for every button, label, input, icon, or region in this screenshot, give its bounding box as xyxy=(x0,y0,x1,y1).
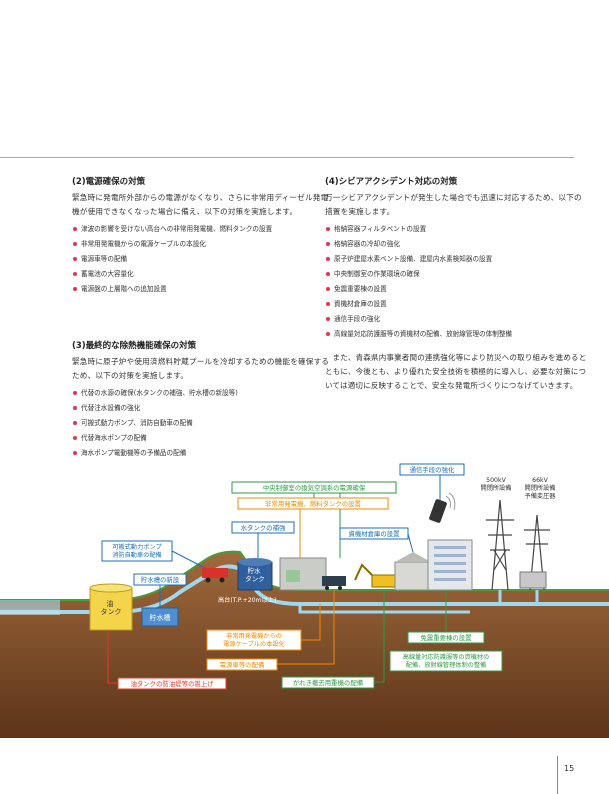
list-item: 蓄電池の大容量化 xyxy=(72,267,332,282)
list-item: 通信手段の強化 xyxy=(325,312,585,327)
section-severe-accident: (4)シビアアクシデント対応の対策 万一シビアアクシデントが発生した場合でも迅速… xyxy=(325,176,585,342)
label-high-dose-box xyxy=(389,650,503,672)
list-item: 格納容器の冷却の強化 xyxy=(325,237,585,252)
power-truck xyxy=(322,576,346,586)
section-title: (2)電源確保の対策 xyxy=(72,177,146,187)
list-item: 格納容器フィルタベントの設置 xyxy=(325,222,585,237)
transformer-icon xyxy=(519,571,547,589)
reservoir-label: 貯水槽 xyxy=(150,613,171,622)
list-item: 高線量対応防護服等の資機材の配備、放射線管理の体制整備 xyxy=(325,327,585,342)
list-item: 原子炉建屋水素ベント設備、建屋内水素検知器の設置 xyxy=(325,252,585,267)
label-equipment-storage: 資機材倉庫の設置 xyxy=(348,529,400,538)
ground xyxy=(0,551,609,738)
bullet-list: 代替の水源の確保(水タンクの補強、貯水槽の新設等) 代替注水設備の強化 可搬式動… xyxy=(72,386,332,461)
closing-paragraph-block: また、青森県内事業者間の連携強化等により防災への取り組みを進めるとともに、今後と… xyxy=(325,351,587,393)
label-emergency-generator-box xyxy=(237,497,389,510)
equipment-storage-building xyxy=(394,561,432,591)
label-emergency-generator: 非常用発電機、燃料タンクの設置 xyxy=(265,499,361,508)
list-item: 代替の水源の確保(水タンクの補強、貯水槽の新設等) xyxy=(72,386,332,401)
list-item: 非常用発電機からの電源ケーブルの本設化 xyxy=(72,237,332,252)
list-item: 資機材倉庫の設置 xyxy=(325,297,585,312)
oil-tank-label: 油 タンク xyxy=(101,599,122,616)
list-item: 電源車等の配備 xyxy=(72,252,332,267)
label-water-tank-box xyxy=(231,521,295,534)
label-comms-box xyxy=(399,463,465,476)
bullet-list: 格納容器フィルタベントの設置 格納容器の冷却の強化 原子炉建屋水素ベント設備、建… xyxy=(325,222,585,342)
label-oil-tank-raise: 油タンクの防油堤等の嵩上げ xyxy=(130,679,214,688)
bullet-list: 津波の影響を受けない高台への非常用発電機、燃料タンクの設置 非常用発電機からの電… xyxy=(72,222,332,297)
label-high-dose: 高線量対応防護服等の資機材の配備、放射線管理体制の整備 xyxy=(403,653,490,669)
section-power-supply: (2)電源確保の対策 緊急時に発電所外部からの電源がなくなり、さらに非常用ディー… xyxy=(72,176,332,297)
label-cable: 非常用発電機からの電源ケーブルの本設化 xyxy=(223,632,285,648)
section-paragraph: 緊急時に原子炉や使用済燃料貯蔵プールを冷却するための機能を確保するため、以下の対… xyxy=(72,357,330,380)
label-heavy-machinery: がれき撤去用重機の配備 xyxy=(293,678,364,687)
fire-truck xyxy=(202,568,228,578)
list-item: 津波の影響を受けない高台への非常用発電機、燃料タンクの設置 xyxy=(72,222,332,237)
satellite-phone-icon xyxy=(429,499,447,523)
section-paragraph: 万一シビアアクシデントが発生した場合でも迅速に対応するため、以下の措置を実施しま… xyxy=(325,193,582,216)
safety-measures-diagram: 油 タンク 貯水槽 貯水 タンク 中央制御室の xyxy=(0,463,609,738)
list-item: 中央制御室の作業環境の確保 xyxy=(325,267,585,282)
label-comms: 通信手段の強化 xyxy=(410,465,455,474)
water-tank-label: 貯水 タンク xyxy=(245,566,265,583)
label-power-truck: 電源車等の配備 xyxy=(220,660,265,669)
section-title: (3)最終的な除熱機能確保の対策 xyxy=(72,341,197,351)
label-portable-pump: 可搬式動力ポンプ消防自動車の配備 xyxy=(112,543,162,559)
sea xyxy=(0,600,60,615)
underground-pipe-branch xyxy=(298,604,470,614)
section-title: (4)シビアアクシデント対応の対策 xyxy=(325,177,458,187)
list-item: 代替注水設備の強化 xyxy=(72,401,332,416)
page-number: 15 xyxy=(564,764,575,773)
list-item: 可搬式動力ポンプ、消防自動車の配備 xyxy=(72,416,332,431)
label-water-tank-reinforce: 水タンクの補強 xyxy=(241,523,286,532)
label-seismic-building: 免震重要棟の設置 xyxy=(420,633,472,642)
label-reservoir-new: 貯水槽の新設 xyxy=(141,575,180,584)
list-item: 免震重要棟の設置 xyxy=(325,282,585,297)
section-heat-removal: (3)最終的な除熱機能確保の対策 緊急時に原子炉や使用済燃料貯蔵プールを冷却する… xyxy=(72,340,332,461)
water-tank xyxy=(237,561,273,591)
closing-paragraph: また、青森県内事業者間の連携強化等により防災への取り組みを進めるとともに、今後と… xyxy=(325,353,587,390)
list-item: 代替海水ポンプの配備 xyxy=(72,431,332,446)
pylon-500kv-icon xyxy=(486,499,514,591)
list-item: 海水ポンプ電動機等の予備品の配備 xyxy=(72,446,332,461)
label-plateau: 高台(T.P.+20m以上) xyxy=(218,596,276,604)
section-paragraph: 緊急時に発電所外部からの電源がなくなり、さらに非常用ディーゼル発電機が使用できな… xyxy=(72,193,329,216)
list-item: 電源盤の上層階への追加設置 xyxy=(72,282,332,297)
label-equipment-storage-box xyxy=(339,527,409,540)
pylon-66kv-icon xyxy=(524,514,550,591)
page-number-rule xyxy=(557,756,558,794)
label-central-control: 中央制御室の換気空調系の電源確保 xyxy=(263,483,366,492)
heavy-machinery xyxy=(371,574,399,588)
header-rule xyxy=(0,157,574,158)
